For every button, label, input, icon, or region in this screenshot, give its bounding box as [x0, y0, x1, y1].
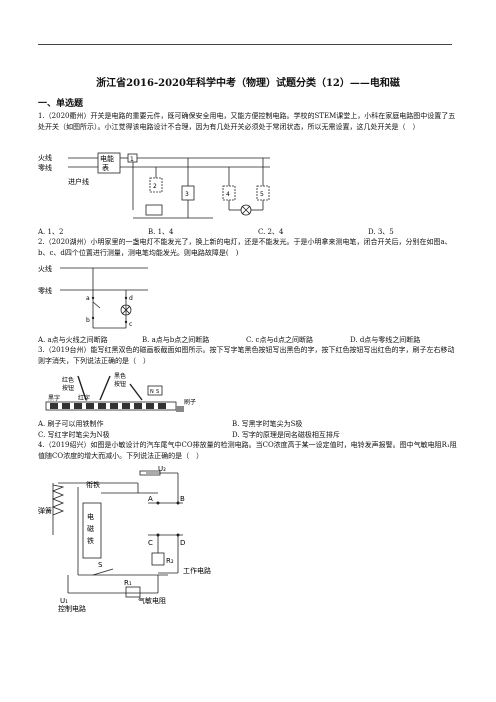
q3-option-a[interactable]: A. 刷子可以用铁制作 [38, 420, 104, 428]
svg-text:电: 电 [87, 512, 94, 521]
svg-text:火线: 火线 [38, 264, 52, 273]
svg-text:气敏电阻: 气敏电阻 [138, 596, 166, 605]
q2-option-b[interactable]: B. a点与b点之间断路 [142, 336, 210, 344]
svg-text:磁: 磁 [87, 524, 94, 533]
svg-text:1: 1 [130, 156, 134, 163]
question-2-figure: 火线 零线 a b c d [38, 264, 148, 329]
energy-meter [97, 152, 121, 174]
svg-text:红字: 红字 [78, 394, 90, 402]
svg-text:按钮: 按钮 [114, 380, 126, 388]
svg-text:R₁: R₁ [124, 579, 132, 587]
question-4-figure: 弹簧 衔铁 电 磁 铁 U₂ A B C D R₂ 工作电路 S U₁ R₁ 气… [38, 465, 211, 613]
svg-text:按钮: 按钮 [62, 384, 74, 392]
svg-text:S: S [156, 389, 159, 395]
question-3-figure: N S 红色 按钮 黑色 按钮 黑字 红字 刷子 [45, 372, 196, 412]
svg-text:N: N [150, 389, 154, 395]
svg-text:电能: 电能 [100, 154, 114, 163]
q1-option-c[interactable]: C. 2、4 [258, 228, 284, 236]
inlet-wire-label: 进户线 [68, 177, 89, 186]
svg-text:弹簧: 弹簧 [38, 506, 52, 515]
page-title: 浙江省2016-2020年科学中考（物理）试题分类（12）——电和磁 [96, 78, 400, 89]
svg-text:黑色: 黑色 [114, 372, 126, 380]
q1-option-d[interactable]: D. 3、5 [368, 228, 394, 236]
svg-text:a: a [86, 295, 90, 302]
svg-text:4: 4 [226, 191, 230, 198]
svg-text:B: B [180, 495, 185, 503]
svg-text:表: 表 [102, 163, 109, 172]
question-1-text: 1.（2020衢州）开关是电路的重要元件，既可确保安全用电，又能方便控制电路。学… [38, 112, 456, 131]
svg-text:c: c [129, 321, 132, 328]
svg-text:工作电路: 工作电路 [183, 566, 211, 575]
neutral-wire-label: 零线 [38, 163, 52, 172]
svg-text:红色: 红色 [62, 376, 74, 384]
question-4-text: 4.（2019绍兴）如图是小敏设计的汽车尾气中CO排放量的检测电路。当CO浓度高… [38, 441, 457, 460]
svg-text:U₂: U₂ [158, 465, 166, 473]
q3-option-c[interactable]: C. 写红字时笔尖为N极 [38, 431, 110, 439]
q2-option-d[interactable]: D. d点与零线之间断路 [350, 336, 421, 344]
svg-text:3: 3 [185, 191, 189, 198]
section-heading: 一、单选题 [38, 99, 84, 109]
question-2-text: 2.（2020湖州）小明家里的一盏电灯不能发光了，换上新的电灯，还是不能发光。于… [38, 238, 452, 257]
header-rule [38, 44, 452, 45]
svg-text:黑字: 黑字 [48, 394, 60, 402]
svg-text:零线: 零线 [38, 286, 52, 295]
svg-text:d: d [129, 295, 133, 302]
svg-text:5: 5 [260, 191, 264, 198]
live-wire-label: 火线 [38, 153, 52, 162]
svg-text:b: b [86, 317, 90, 324]
q2-option-c[interactable]: C. c点与d点之间断路 [246, 336, 313, 344]
svg-text:C: C [148, 539, 153, 547]
svg-text:控制电路: 控制电路 [58, 604, 86, 613]
svg-text:2: 2 [153, 183, 157, 190]
svg-text:U₁: U₁ [60, 597, 68, 605]
svg-text:衔铁: 衔铁 [86, 480, 100, 489]
q2-option-a[interactable]: A. a点与火线之间断路 [38, 336, 108, 344]
svg-text:A: A [148, 495, 153, 503]
svg-text:铁: 铁 [87, 536, 94, 545]
q3-option-b[interactable]: B. 写黑字时笔尖为S极 [232, 420, 303, 428]
question-3-text: 3.（2019台州）能写红黑双色的磁画板截面如图所示。按下写字笔黑色按钮写出黑色… [38, 346, 455, 365]
q3-option-d[interactable]: D. 写字的原理是同名磁极相互排斥 [232, 431, 340, 439]
svg-text:S: S [98, 561, 103, 569]
svg-text:刷子: 刷子 [184, 398, 196, 406]
svg-text:D: D [180, 539, 185, 547]
q1-option-b[interactable]: B. 1、4 [148, 228, 174, 236]
svg-text:R₂: R₂ [166, 557, 174, 565]
q1-option-a[interactable]: A. 1、2 [38, 228, 64, 236]
question-1-figure: 火线 零线 电能 表 进户线 1 2 3 4 5 [38, 152, 270, 219]
